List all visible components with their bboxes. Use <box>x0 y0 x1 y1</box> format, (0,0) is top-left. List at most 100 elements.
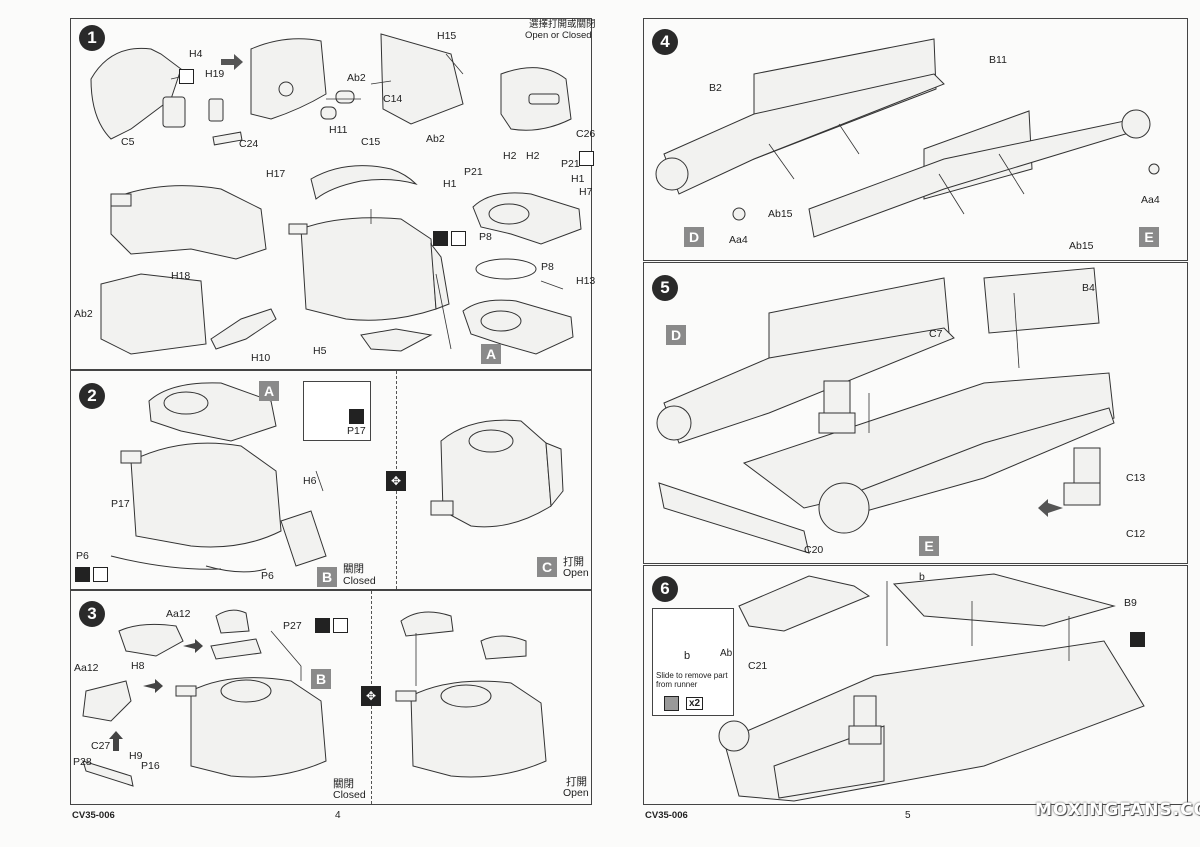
step-3-panel: 3 ✥ <box>70 590 592 805</box>
label-b: b <box>919 571 925 583</box>
label-c7: C7 <box>929 328 943 340</box>
label-ab2-c: Ab2 <box>74 308 93 320</box>
label-h7: H7 <box>579 186 593 198</box>
step-6-drawing <box>718 573 1145 802</box>
label-h11: H11 <box>329 124 348 136</box>
closed-cn: 關閉 <box>343 563 364 575</box>
label-c15: C15 <box>361 136 381 148</box>
label-p17-inset: P17 <box>347 425 366 437</box>
label-h15: H15 <box>437 30 457 42</box>
label-ab2: Ab2 <box>347 72 366 84</box>
inset-b: b <box>684 650 691 662</box>
closed-cn: 關閉 <box>333 778 354 790</box>
label-b11: B11 <box>989 54 1007 66</box>
label-h17: H17 <box>266 168 286 180</box>
label-h2: H2 <box>503 150 517 162</box>
box-e: E <box>1139 227 1159 247</box>
closed-en: Closed <box>343 575 376 587</box>
label-p6: P6 <box>76 550 89 562</box>
swap-icon: ✥ <box>361 686 381 706</box>
label-c26: C26 <box>576 128 596 140</box>
left-page: 1 選擇打開或關閉 Open or Closed <box>70 18 596 821</box>
label-c21: C21 <box>748 660 768 672</box>
step-2-drawing <box>110 382 564 573</box>
open-box-c: C <box>537 557 557 577</box>
label-b9: B9 <box>1124 597 1137 609</box>
subassembly-b-box: B <box>311 669 331 689</box>
right-page: 4 B2 B11 Aa4 Ab15 Ab15 Aa4 <box>600 0 1200 847</box>
label-h10: H10 <box>251 352 271 364</box>
step-6-number: 6 <box>652 576 678 602</box>
subassembly-a-box: A <box>481 344 501 364</box>
step-3-number: 3 <box>79 601 105 627</box>
label-p28: P28 <box>73 756 92 768</box>
cube-icon <box>664 696 679 711</box>
label-h9: H9 <box>129 750 143 762</box>
open-cn: 打開 <box>563 556 584 568</box>
open-closed-en: Open or Closed <box>525 30 592 41</box>
page-number: 5 <box>905 810 911 821</box>
label-c14: C14 <box>383 93 403 105</box>
label-ab2-b: Ab2 <box>426 133 445 145</box>
label-aa12-b: Aa12 <box>74 662 99 674</box>
label-p21: P21 <box>464 166 483 178</box>
label-p21-b: P21 <box>561 158 580 170</box>
box-d: D <box>684 227 704 247</box>
label-c24: C24 <box>239 138 259 150</box>
step-4-panel: 4 B2 B11 Aa4 Ab15 Ab15 Aa4 <box>643 18 1188 261</box>
label-h1-b: H1 <box>571 173 585 185</box>
step-4-drawing <box>655 38 1160 238</box>
paint-icon <box>333 618 348 633</box>
cement-icon <box>315 618 330 633</box>
inset-note: Slide to remove part from runner <box>656 671 728 689</box>
label-h8: H8 <box>131 660 145 672</box>
label-h4: H4 <box>189 48 203 60</box>
label-p8-b: P8 <box>541 261 554 273</box>
kit-code: CV35-006 <box>645 810 688 821</box>
step-4-number: 4 <box>652 29 678 55</box>
box-d: D <box>666 325 686 345</box>
cement-icon <box>349 409 364 424</box>
open-en: Open <box>563 787 589 799</box>
label-p16: P16 <box>141 760 160 772</box>
label-h19: H19 <box>205 68 225 80</box>
inset-ab: Ab <box>720 648 733 659</box>
label-b2: B2 <box>709 82 722 94</box>
label-aa4-b: Aa4 <box>1141 194 1160 206</box>
paint-icon <box>579 151 594 166</box>
cement-icon <box>1130 632 1145 647</box>
paint-icon <box>93 567 108 582</box>
cut-icon <box>179 69 194 84</box>
closed-box-b: B <box>317 567 337 587</box>
label-c27: C27 <box>91 740 111 752</box>
label-ab15-b: Ab15 <box>1069 240 1094 252</box>
inset-qty: x2 <box>686 697 704 710</box>
step-5-drawing <box>656 267 1115 554</box>
step-1-panel: 1 選擇打開或關閉 Open or Closed <box>70 18 596 370</box>
box-e: E <box>919 536 939 556</box>
open-cn: 打開 <box>566 776 587 788</box>
step-1-drawing <box>90 33 582 355</box>
kit-code: CV35-006 <box>72 810 115 821</box>
cement-icon <box>433 231 448 246</box>
label-h2-b: H2 <box>526 150 540 162</box>
label-h5: H5 <box>313 345 327 357</box>
step-6-panel: 6 b Ab Slide to remove part from runner … <box>643 565 1188 805</box>
label-c5: C5 <box>121 136 135 148</box>
label-aa4: Aa4 <box>729 234 748 246</box>
closed-en: Closed <box>333 789 366 801</box>
open-en: Open <box>563 567 589 579</box>
label-ab15: Ab15 <box>768 208 793 220</box>
label-c13: C13 <box>1126 472 1146 484</box>
subassembly-a-box: A <box>259 381 279 401</box>
step-2-panel: 2 ✥ A P17 <box>70 370 592 590</box>
swap-icon: ✥ <box>386 471 406 491</box>
label-h18: H18 <box>171 270 191 282</box>
watermark: MOXINGFANS.COM <box>1035 800 1200 820</box>
label-h1: H1 <box>443 178 457 190</box>
label-p8: P8 <box>479 231 492 243</box>
label-b4: B4 <box>1082 282 1095 294</box>
step-2-number: 2 <box>79 383 105 409</box>
label-c12: C12 <box>1126 528 1146 540</box>
label-h13: H13 <box>576 275 596 287</box>
